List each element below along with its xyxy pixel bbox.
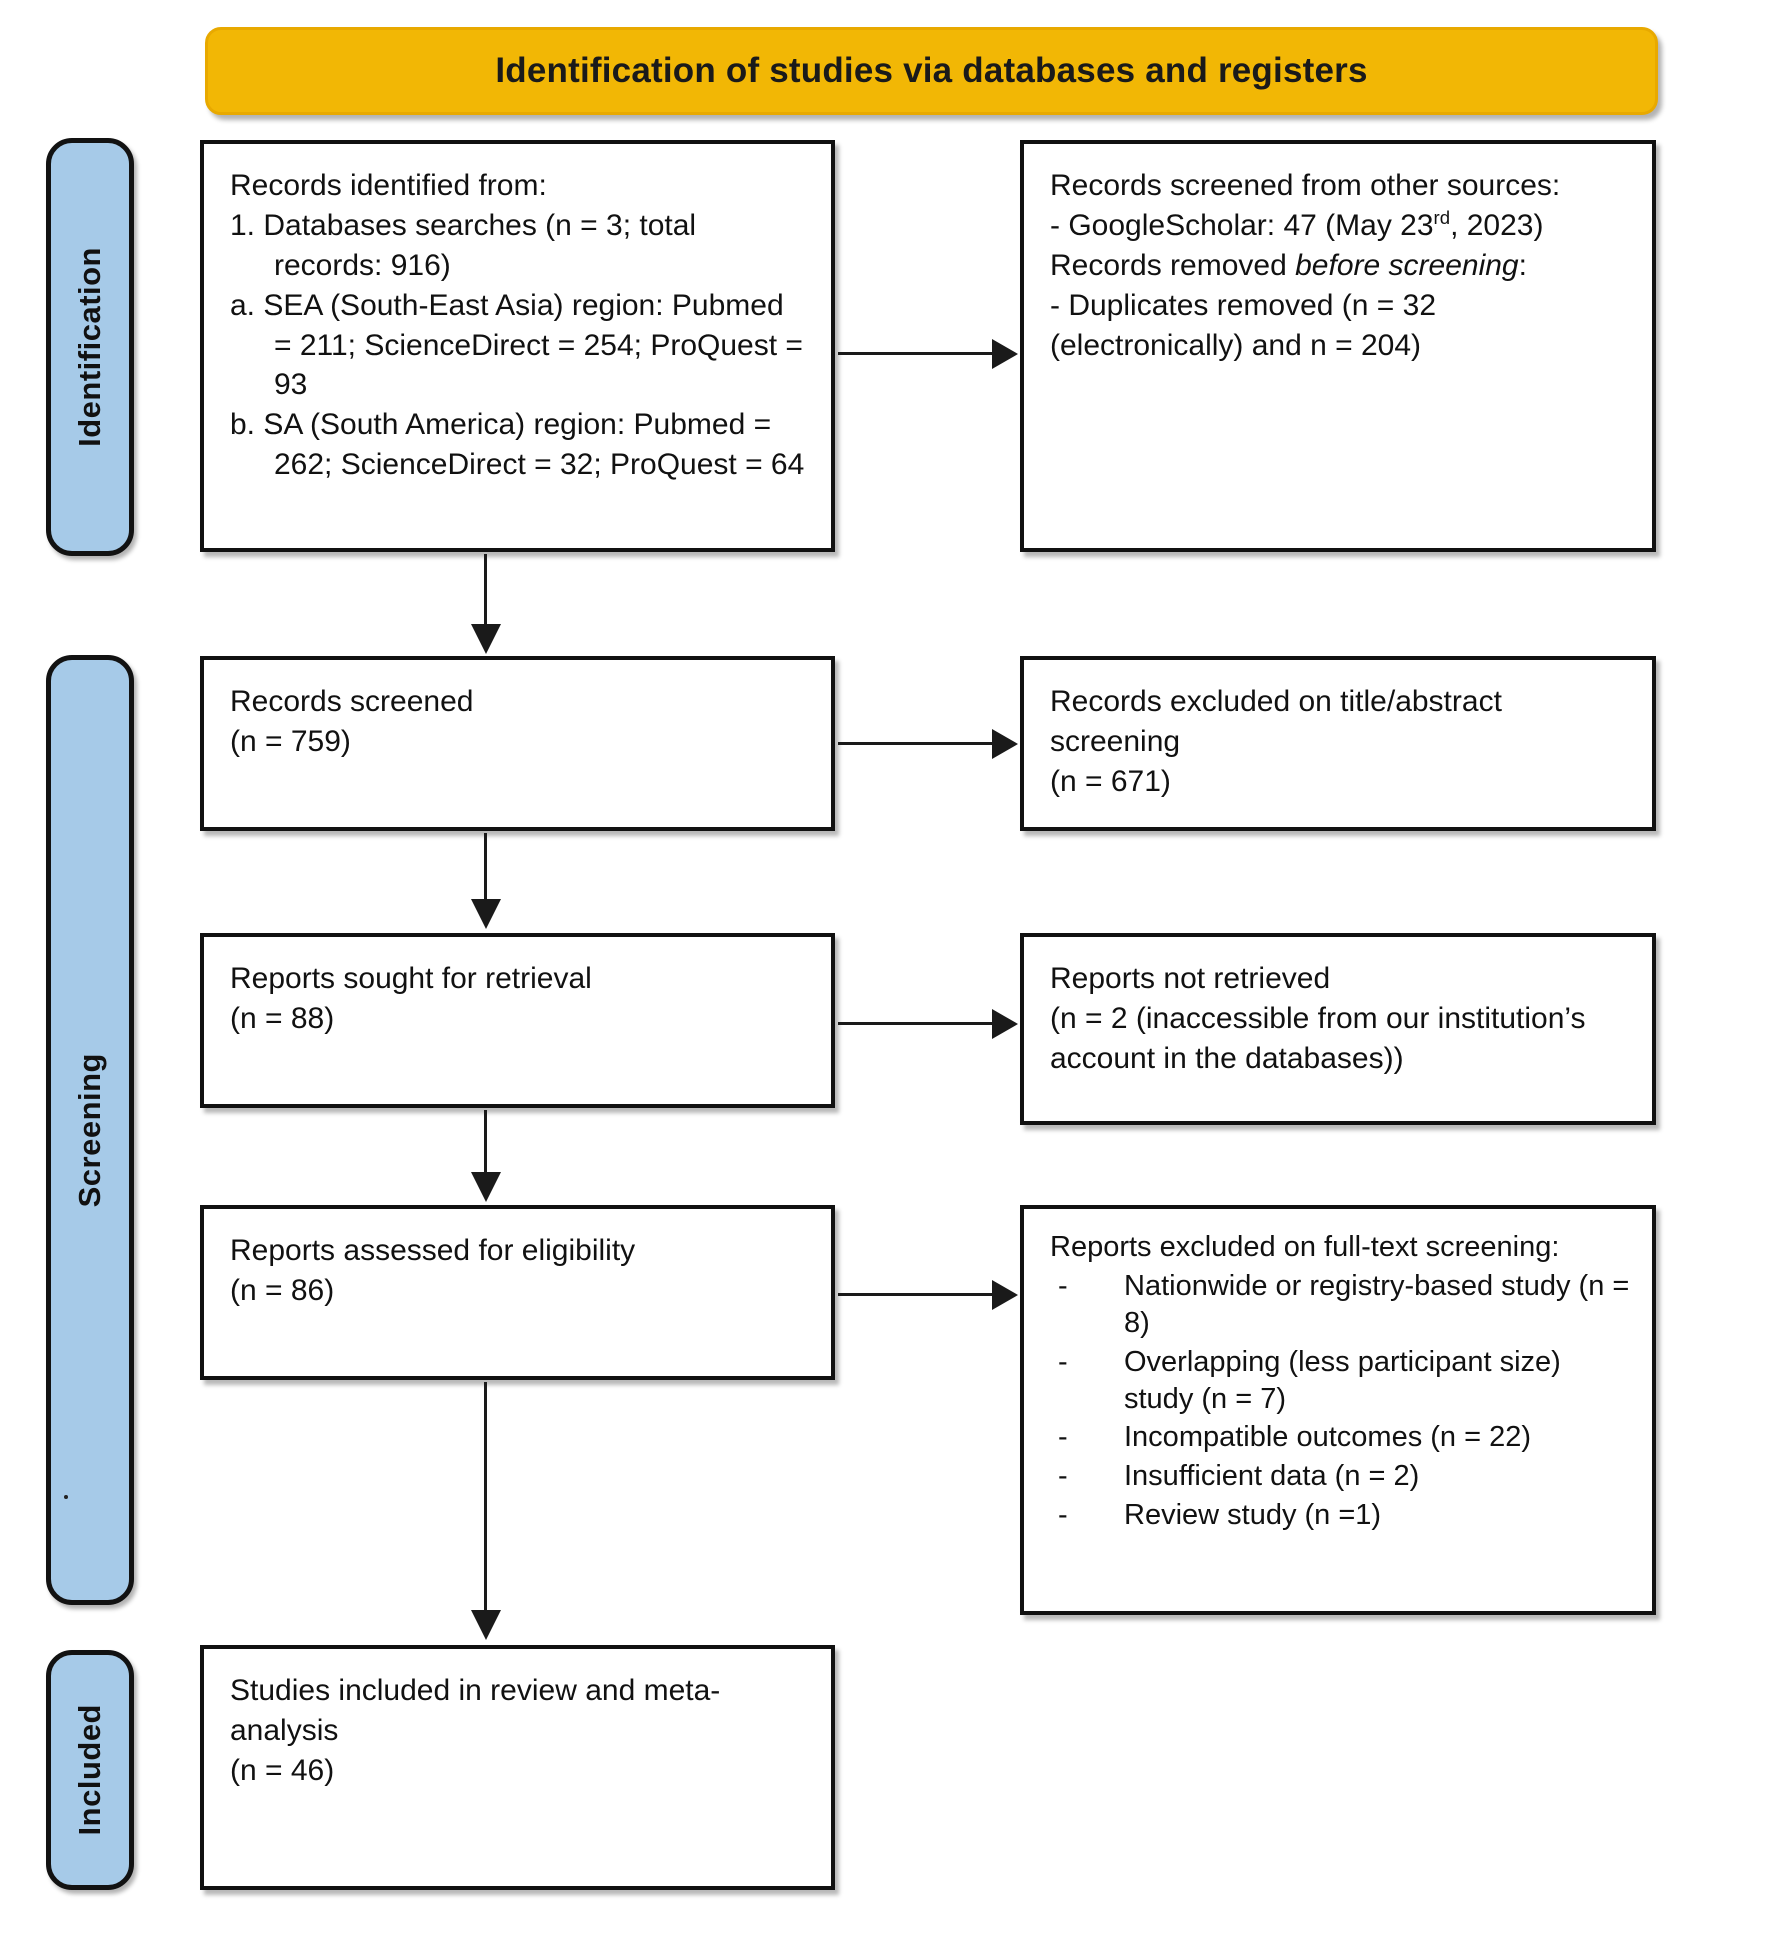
- box-records-identified: Records identified from: 1. Databases se…: [200, 140, 835, 552]
- list-item-text: Overlapping (less participant size) stud…: [1124, 1345, 1561, 1415]
- studies-included-count: (n = 46): [230, 1753, 335, 1787]
- arrow-assessed-to-excluded-fulltext-line: [838, 1293, 994, 1296]
- list-item-text: Incompatible outcomes (n = 22): [1124, 1421, 1532, 1454]
- arrow-sought-to-assessed-line: [484, 1110, 487, 1178]
- banner-title: Identification of studies via databases …: [495, 51, 1368, 90]
- box-records-excluded-title-abstract: Records excluded on title/abstract scree…: [1020, 656, 1656, 831]
- arrow-identified-to-screened-head: [471, 624, 501, 654]
- list-item: - Review study (n =1): [1050, 1497, 1630, 1534]
- box-reports-assessed: Reports assessed for eligibility (n = 86…: [200, 1205, 835, 1380]
- arrow-identified-to-other-sources-head: [992, 339, 1018, 369]
- other-sources-line1: Records screened from other sources:: [1050, 169, 1561, 202]
- records-excluded-line1: Records excluded on title/abstract scree…: [1050, 685, 1511, 758]
- list-item: - Insufficient data (n = 2): [1050, 1458, 1630, 1495]
- arrow-assessed-to-included-head: [471, 1610, 501, 1640]
- other-sources-line4: - Duplicates removed (n = 32 (electronic…: [1050, 288, 1445, 362]
- reports-excluded-list: - Nationwide or registry-based study (n …: [1050, 1268, 1630, 1534]
- arrow-identified-to-other-sources-line: [838, 352, 994, 355]
- other-sources-line2-suffix: , 2023): [1450, 208, 1544, 242]
- records-screened-count: (n = 759): [230, 724, 351, 758]
- reports-excluded-heading: Reports excluded on full-text screening:: [1050, 1231, 1560, 1263]
- reports-not-retrieved-detail: (n = 2 (inaccessible from our institutio…: [1050, 1001, 1594, 1075]
- records-identified-line2: 1. Databases searches (n = 3; total reco…: [230, 208, 705, 282]
- other-sources-line3: Records removed before screening:: [1050, 246, 1630, 286]
- arrow-identified-to-screened-line: [484, 554, 487, 628]
- other-sources-ordinal-suffix: rd: [1433, 206, 1451, 228]
- records-removed-italic-screening: screening: [1388, 248, 1519, 282]
- arrow-sought-to-not-retrieved-line: [838, 1022, 994, 1025]
- dash-marker: -: [1058, 1345, 1068, 1378]
- box-reports-excluded-fulltext: Reports excluded on full-text screening:…: [1020, 1205, 1656, 1615]
- records-identified-line3: a. SEA (South-East Asia) region: Pubmed …: [230, 288, 812, 402]
- records-removed-italic-before: before: [1295, 248, 1381, 282]
- arrow-screened-to-excluded-line: [838, 742, 994, 745]
- list-item: - Incompatible outcomes (n = 22): [1050, 1419, 1630, 1456]
- list-item-text: Nationwide or registry-based study (n = …: [1124, 1270, 1630, 1339]
- records-identified-line1: Records identified from:: [230, 169, 547, 202]
- list-item-text: Insufficient data (n = 2): [1124, 1460, 1420, 1493]
- stage-label-screening: Screening: [46, 655, 134, 1605]
- reports-assessed-count: (n = 86): [230, 1273, 335, 1307]
- stage-label-identification: Identification: [46, 138, 134, 556]
- box-other-sources: Records screened from other sources: - G…: [1020, 140, 1656, 552]
- reports-sought-line1: Reports sought for retrieval: [230, 962, 592, 995]
- list-item: - Overlapping (less participant size) st…: [1050, 1344, 1630, 1418]
- arrow-sought-to-assessed-head: [471, 1172, 501, 1202]
- stage-label-identification-text: Identification: [72, 247, 107, 447]
- diagram-banner: Identification of studies via databases …: [205, 27, 1658, 115]
- dash-marker: -: [1058, 1499, 1068, 1532]
- reports-not-retrieved-line1: Reports not retrieved: [1050, 962, 1331, 995]
- arrow-assessed-to-included-line: [484, 1382, 487, 1614]
- stray-dot: [64, 1495, 68, 1499]
- studies-included-line1: Studies included in review and meta-anal…: [230, 1674, 721, 1747]
- records-identified-line4: b. SA (South America) region: Pubmed = 2…: [230, 408, 805, 482]
- other-sources-line2: - GoogleScholar: 47 (May 23rd, 2023): [1050, 206, 1630, 246]
- box-records-screened: Records screened (n = 759): [200, 656, 835, 831]
- dash-marker: -: [1058, 1270, 1068, 1303]
- arrow-screened-to-excluded-head: [992, 729, 1018, 759]
- dash-marker: -: [1058, 1460, 1068, 1493]
- box-studies-included: Studies included in review and meta-anal…: [200, 1645, 835, 1890]
- dash-marker: -: [1058, 1421, 1068, 1454]
- arrow-sought-to-not-retrieved-head: [992, 1009, 1018, 1039]
- records-screened-line1: Records screened: [230, 685, 474, 718]
- stage-label-included: Included: [46, 1650, 134, 1890]
- box-reports-sought: Reports sought for retrieval (n = 88): [200, 933, 835, 1108]
- stage-label-screening-text: Screening: [72, 1052, 107, 1208]
- box-reports-not-retrieved: Reports not retrieved (n = 2 (inaccessib…: [1020, 933, 1656, 1125]
- arrow-assessed-to-excluded-fulltext-head: [992, 1280, 1018, 1310]
- arrow-screened-to-sought-head: [471, 899, 501, 929]
- list-item: - Nationwide or registry-based study (n …: [1050, 1268, 1630, 1342]
- records-excluded-count: (n = 671): [1050, 764, 1171, 798]
- records-removed-prefix: Records removed: [1050, 248, 1296, 282]
- records-removed-colon: :: [1518, 248, 1527, 282]
- arrow-screened-to-sought-line: [484, 833, 487, 903]
- reports-sought-count: (n = 88): [230, 1001, 335, 1035]
- other-sources-line2-prefix: - GoogleScholar: 47 (May 23: [1050, 208, 1434, 242]
- reports-assessed-line1: Reports assessed for eligibility: [230, 1234, 636, 1267]
- stage-label-included-text: Included: [72, 1704, 107, 1836]
- list-item-text: Review study (n =1): [1124, 1499, 1382, 1532]
